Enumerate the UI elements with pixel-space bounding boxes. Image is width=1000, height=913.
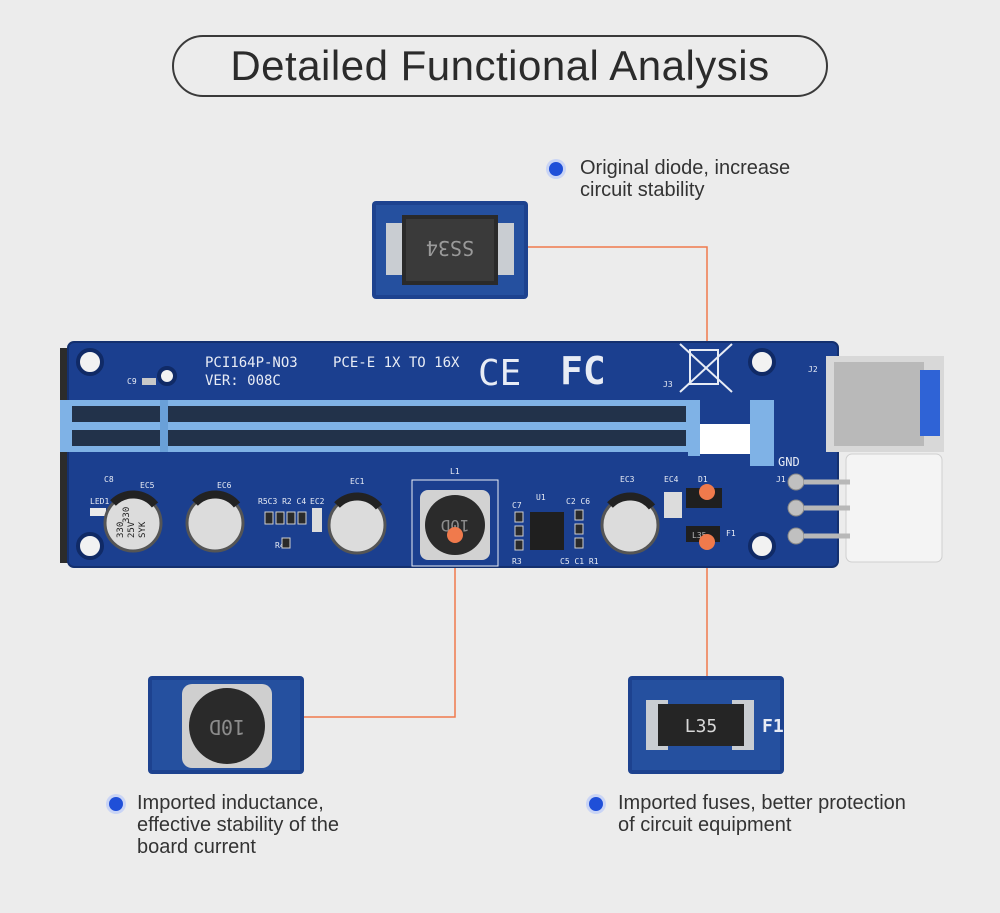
board-interface: PCE-E 1X TO 16X bbox=[333, 355, 460, 371]
bullet-icon bbox=[549, 162, 563, 176]
label-j2: J2 bbox=[808, 365, 818, 374]
diode-zoom-image: SS34 bbox=[372, 201, 528, 299]
title-pill: Detailed Functional Analysis bbox=[172, 35, 828, 97]
callout-diode: Original diode, increase circuit stabili… bbox=[580, 157, 790, 201]
fuse-zoom-marking: L35 bbox=[685, 716, 718, 737]
ce-mark: CE bbox=[478, 353, 521, 394]
callout-fuse: Imported fuses, better protection of cir… bbox=[618, 792, 906, 836]
label-c2c6: C2 C6 bbox=[566, 497, 590, 506]
callout-line: effective stability of the bbox=[137, 814, 339, 836]
callout-line: Original diode, increase bbox=[580, 157, 791, 179]
label-rc: R5C3 R2 C4 bbox=[258, 497, 306, 506]
bullet-icon bbox=[589, 797, 603, 811]
label-ec4: EC4 bbox=[664, 475, 679, 484]
label-ec5: EC5 bbox=[140, 481, 155, 490]
diode-highlight-dot bbox=[699, 484, 715, 500]
inductor-zoom-image: 10D bbox=[148, 676, 304, 774]
fuse-zoom-image: L35 F1 bbox=[628, 676, 784, 774]
callout-line: of circuit equipment bbox=[618, 814, 792, 836]
callout-line: board current bbox=[137, 836, 256, 858]
label-led1: LED1 bbox=[90, 497, 109, 506]
fc-mark: FC bbox=[560, 349, 606, 393]
label-j3: J3 bbox=[663, 380, 673, 389]
svg-text:330: 330 bbox=[122, 507, 132, 523]
label-f1: F1 bbox=[726, 529, 736, 538]
label-gnd: GND bbox=[778, 455, 800, 469]
callout-inductor: Imported inductance, effective stability… bbox=[137, 792, 339, 858]
pcb-board: PCI164P-NO3 VER: 008C PCE-E 1X TO 16X CE… bbox=[60, 341, 944, 568]
board-version: VER: 008C bbox=[205, 373, 281, 389]
label-u1: U1 bbox=[536, 493, 546, 502]
cap-marking-3: SYK bbox=[138, 521, 148, 538]
label-c7: C7 bbox=[512, 501, 522, 510]
label-ec3: EC3 bbox=[620, 475, 635, 484]
board-model: PCI164P-NO3 bbox=[205, 355, 298, 371]
callout-line: Imported fuses, better protection bbox=[618, 792, 906, 814]
cap-marking-1: 330 bbox=[116, 522, 126, 538]
bullet-icon bbox=[109, 797, 123, 811]
label-l1: L1 bbox=[450, 467, 460, 476]
inductor-marking: 10D bbox=[441, 516, 470, 535]
callout-line: Imported inductance, bbox=[137, 792, 324, 814]
callout-line: circuit stability bbox=[580, 179, 705, 201]
label-r3: R3 bbox=[512, 557, 522, 566]
cap-marking-2: 25V bbox=[127, 521, 137, 538]
fuse-highlight-dot bbox=[699, 534, 715, 550]
label-ec1: EC1 bbox=[350, 477, 365, 486]
fuse-zoom-ref: F1 bbox=[762, 716, 784, 737]
fuse-marking-board: L35 bbox=[692, 531, 707, 540]
label-r4: R4 bbox=[275, 541, 285, 550]
label-ec6: EC6 bbox=[217, 481, 232, 490]
label-d1: D1 bbox=[698, 475, 708, 484]
label-j1: J1 bbox=[776, 475, 786, 484]
page-title: Detailed Functional Analysis bbox=[230, 42, 770, 89]
weee-bin-icon bbox=[679, 343, 733, 393]
capacitors: 330 bbox=[103, 490, 660, 555]
label-c9: C9 bbox=[127, 377, 137, 386]
label-ec2: EC2 bbox=[310, 497, 325, 506]
inductor-zoom-marking: 10D bbox=[209, 715, 245, 739]
inductor-highlight-dot bbox=[447, 527, 463, 543]
label-c5c1r1: C5 C1 R1 bbox=[560, 557, 599, 566]
label-c8: C8 bbox=[104, 475, 114, 484]
diode-marking: SS34 bbox=[426, 236, 474, 260]
